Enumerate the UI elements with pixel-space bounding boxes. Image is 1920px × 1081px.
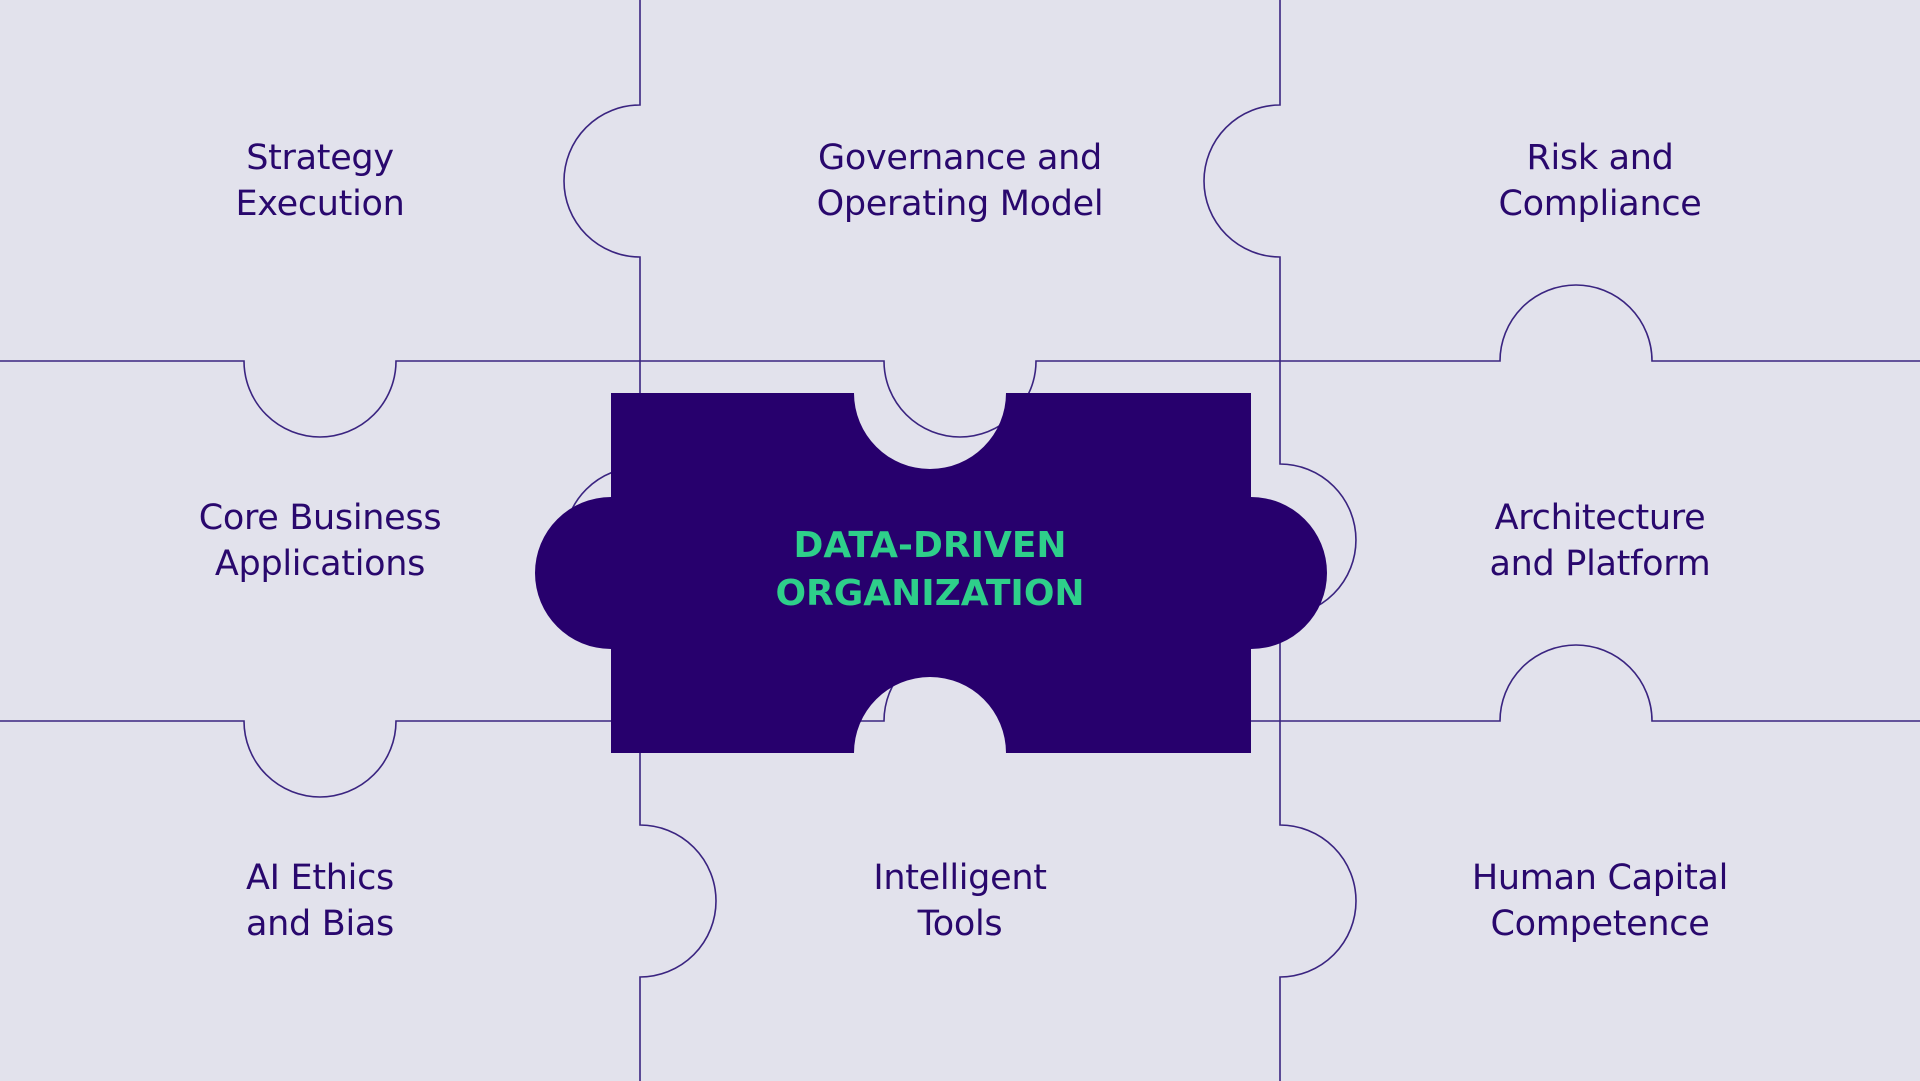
puzzle-edge-h2-right bbox=[1280, 644, 1920, 722]
piece-label-architecture: Architecture and Platform bbox=[1489, 498, 1711, 584]
piece-label-governance: Governance and Operating Model bbox=[816, 138, 1104, 224]
puzzle-edge-h2-left bbox=[0, 720, 640, 798]
puzzle-edge-v1-bot bbox=[639, 721, 717, 1081]
puzzle-edge-h1-right bbox=[1280, 284, 1920, 362]
piece-label-strategy: Strategy Execution bbox=[235, 138, 405, 224]
puzzle-edge-v2-top bbox=[1203, 0, 1281, 361]
center-puzzle-piece bbox=[535, 393, 1327, 753]
puzzle-edge-v1-top bbox=[563, 0, 641, 361]
puzzle-edge-h1-left bbox=[0, 360, 640, 438]
piece-label-ethics: AI Ethics and Bias bbox=[246, 858, 394, 944]
puzzle-edge-v2-bot bbox=[1279, 721, 1357, 1081]
piece-label-core: Core Business Applications bbox=[198, 498, 442, 584]
piece-label-human: Human Capital Competence bbox=[1471, 858, 1729, 944]
piece-label-tools: Intelligent Tools bbox=[873, 858, 1047, 944]
puzzle-edge-h1-mid bbox=[640, 360, 1280, 438]
piece-label-risk: Risk and Compliance bbox=[1498, 138, 1702, 224]
center-piece-label: DATA-DRIVEN ORGANIZATION bbox=[775, 525, 1085, 614]
